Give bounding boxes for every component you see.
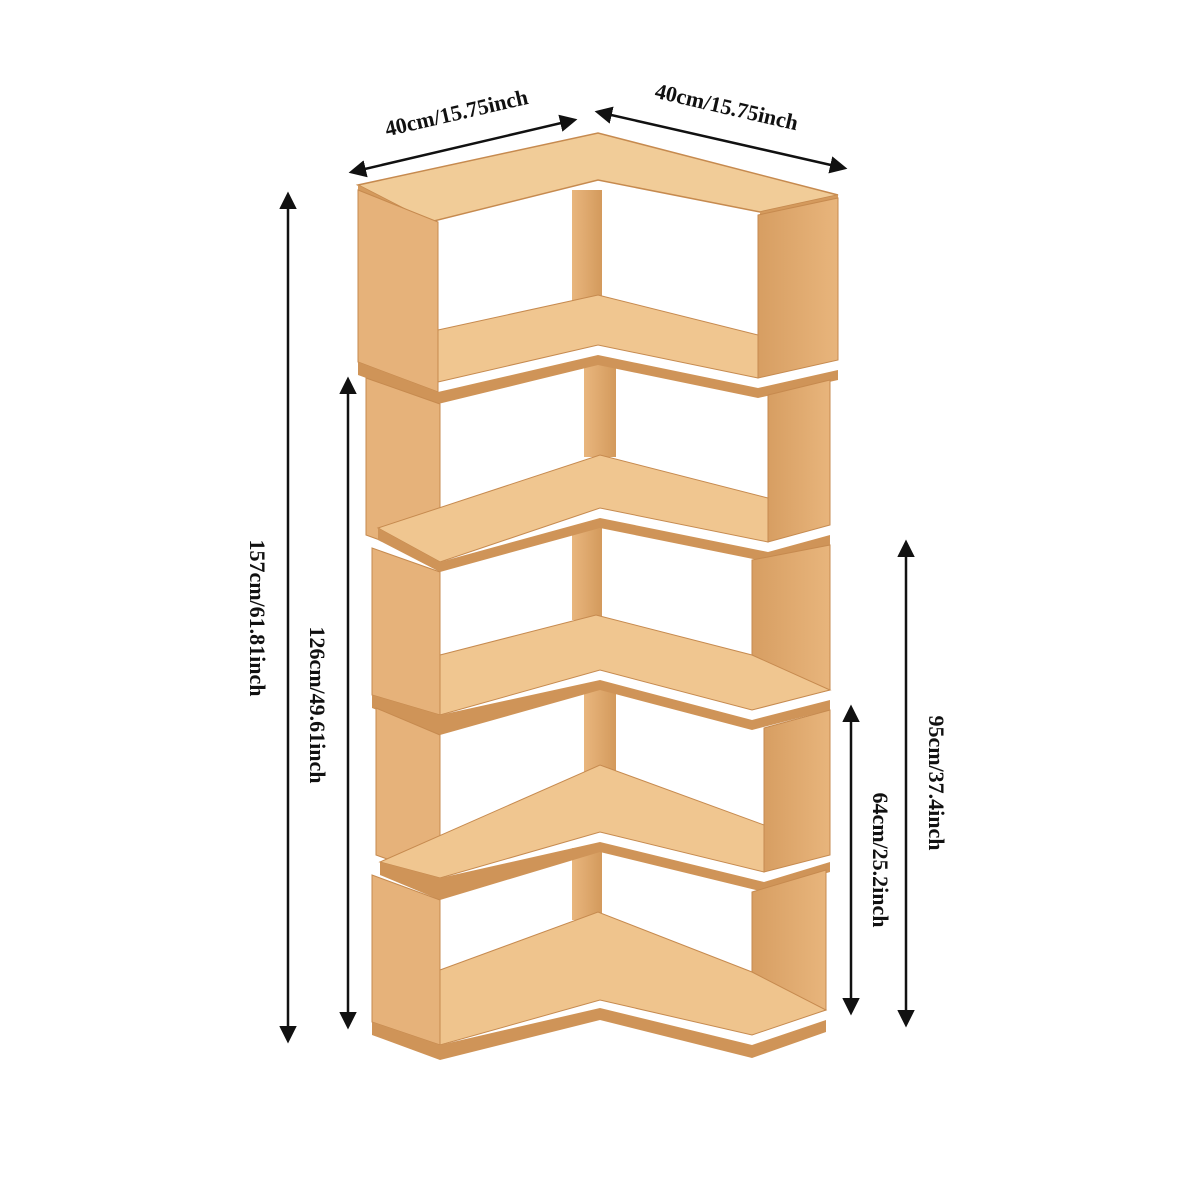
back-post-2 bbox=[584, 362, 616, 457]
shelf-3-edge bbox=[372, 680, 830, 735]
shelf-2-edge bbox=[378, 518, 830, 572]
width-left-label: 40cm/15.75inch bbox=[382, 84, 530, 141]
dimension-arrows bbox=[279, 106, 915, 1044]
back-post-3 bbox=[572, 528, 602, 620]
back-post-4 bbox=[584, 690, 616, 772]
width-right-arrow bbox=[594, 106, 848, 174]
side-panel-right-2 bbox=[767, 379, 831, 543]
corner-bookshelf-illustration bbox=[355, 132, 839, 1060]
shelf-1-edge bbox=[358, 355, 838, 404]
height-tier3-label: 95cm/37.4inch bbox=[924, 715, 949, 850]
back-post-5 bbox=[572, 848, 602, 920]
shelf-1 bbox=[437, 294, 759, 383]
side-panel-right-1 bbox=[757, 197, 839, 379]
side-panel-left-3 bbox=[371, 547, 441, 716]
bottom-board bbox=[439, 911, 828, 1046]
width-left-arrow bbox=[348, 114, 578, 178]
shelf-3 bbox=[439, 614, 832, 716]
height-tier2-label: 64cm/25.2inch bbox=[868, 792, 893, 927]
side-panel-right-4 bbox=[763, 709, 831, 873]
side-panel-left-1 bbox=[357, 189, 439, 393]
width-right-label: 40cm/15.75inch bbox=[653, 78, 801, 135]
height-tier5-label: 126cm/49.61inch bbox=[305, 626, 330, 783]
back-post-1 bbox=[572, 190, 602, 308]
side-panel-left-5 bbox=[371, 874, 441, 1046]
height-total-label: 157cm/61.81inch bbox=[245, 539, 270, 696]
bottom-board-edge bbox=[372, 1008, 826, 1060]
